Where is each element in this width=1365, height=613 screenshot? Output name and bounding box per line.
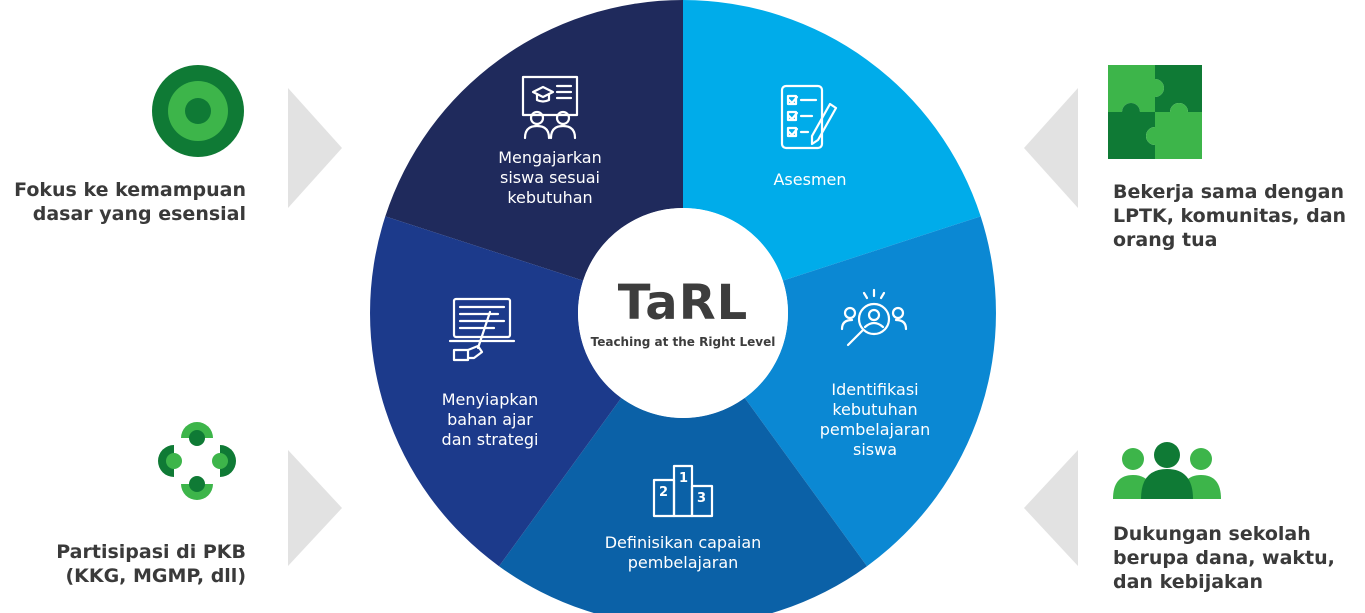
center-subtitle: Teaching at the Right Level — [590, 335, 776, 349]
side-text-fokus: Fokus ke kemampuan dasar yang esensial — [14, 179, 246, 225]
segment-label-menyiapkan: Menyiapkan bahan ajar dan strategi — [441, 390, 539, 449]
chevron-left-bottom — [288, 450, 342, 566]
segment-label-mengajarkan: Mengajarkan siswa sesuai kebutuhan — [498, 148, 602, 207]
network-icon — [158, 422, 236, 500]
chevron-right-bottom — [1024, 450, 1078, 566]
search-people-icon — [840, 288, 908, 347]
people-group-icon — [1113, 442, 1221, 499]
segment-menyiapkan — [370, 216, 622, 567]
chevron-right-top — [1024, 88, 1078, 208]
center-circle: TaRL Teaching at the Right Level — [578, 208, 788, 418]
svg-text:3: 3 — [697, 491, 706, 506]
target-icon — [152, 65, 244, 157]
presentation-screen-icon — [448, 297, 516, 362]
segment-identifikasi — [744, 216, 996, 567]
side-text-partisipasi: Partisipasi di PKB (KKG, MGMP, dll) — [56, 541, 246, 587]
svg-text:1: 1 — [679, 471, 688, 486]
center-title: TaRL — [617, 275, 749, 331]
puzzle-icon — [1108, 65, 1202, 159]
side-text-bekerja: Bekerja sama dengan LPTK, komunitas, dan… — [1113, 181, 1347, 251]
side-text-dukungan: Dukungan sekolah berupa dana, waktu, dan… — [1113, 523, 1335, 593]
segment-asesmen — [683, 0, 981, 281]
chevron-left-top — [288, 88, 342, 208]
segment-label-definisikan: Definisikan capaian pembelajaran — [604, 533, 762, 572]
segment-label-asesmen: Asesmen — [773, 170, 847, 189]
podium-icon: 12 3 — [652, 464, 714, 518]
segment-definisikan — [499, 397, 867, 613]
segment-label-identifikasi: Identifikasi kebutuhan pembelajaran sisw… — [819, 380, 931, 459]
teacher-board-icon — [521, 75, 579, 140]
checklist-icon — [780, 84, 838, 150]
segment-mengajarkan — [385, 0, 683, 281]
svg-text:2: 2 — [659, 485, 668, 500]
